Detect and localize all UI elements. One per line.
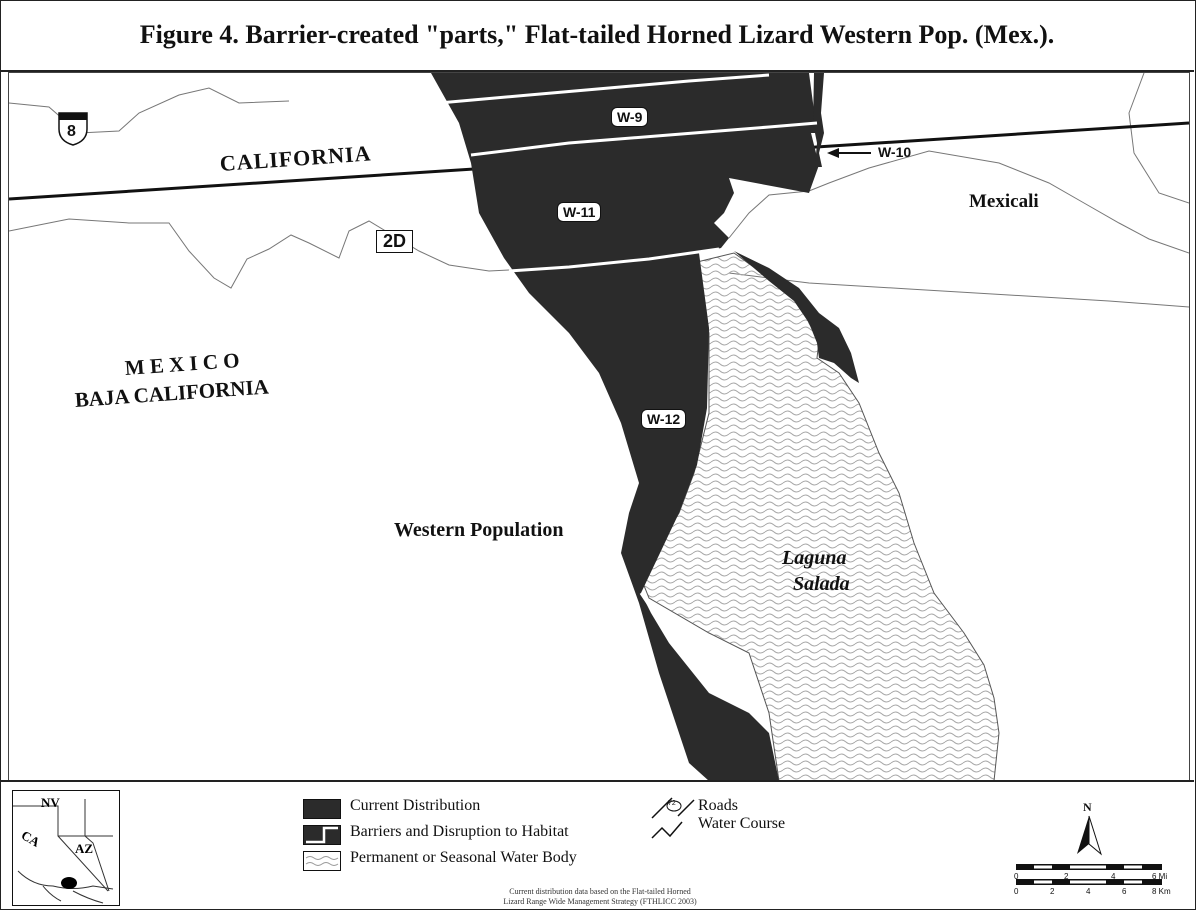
figure-title: Figure 4. Barrier-created "parts," Flat-… xyxy=(0,0,1194,72)
legend-label-distribution: Current Distribution xyxy=(350,797,481,814)
unit-label-w11: W-11 xyxy=(557,202,602,222)
inset-map: NV CA AZ xyxy=(12,790,120,906)
barrier-line xyxy=(470,121,818,157)
barrier-line xyxy=(639,592,653,609)
unit-label-w10: W-10 xyxy=(878,144,912,160)
legend-swatch-distribution xyxy=(303,799,341,819)
current-distribution-strip xyxy=(734,251,859,383)
current-distribution-main xyxy=(431,73,819,781)
scale-km-2: 2 xyxy=(1050,887,1055,896)
route-2d-shield: 2D xyxy=(376,230,414,253)
road-line xyxy=(9,87,290,134)
scale-km-6: 6 xyxy=(1122,887,1127,896)
road-line xyxy=(9,218,690,289)
barrier-swatch-svg xyxy=(306,826,338,844)
scale-km-4: 4 xyxy=(1086,887,1091,896)
label-salada: Salada xyxy=(793,573,850,595)
interstate-8-number: 8 xyxy=(67,123,76,140)
legend-label-water-course: Water Course xyxy=(698,815,786,832)
current-distribution-w10 xyxy=(813,73,824,167)
map-panel: 8 W-9 W-10 W-11 W-12 CALIFORNIA Mexicali… xyxy=(8,72,1190,782)
north-label: N xyxy=(1083,800,1092,814)
map-svg xyxy=(9,73,1189,781)
label-laguna: Laguna xyxy=(782,547,847,569)
road-line xyxy=(728,272,1189,308)
w10-arrow-head xyxy=(827,148,839,158)
road-line xyxy=(728,150,1189,254)
inset-label-az: AZ xyxy=(75,841,94,856)
scale-km-8: 8 Km xyxy=(1152,887,1171,896)
roads-watercourse-icons xyxy=(651,797,695,839)
unit-label-w9: W-9 xyxy=(611,107,649,127)
interstate-8-shield xyxy=(58,112,88,146)
scale-km-0: 0 xyxy=(1014,887,1019,896)
inset-map-svg xyxy=(13,799,114,904)
legend-area: NV CA AZ Current Distribution Barriers a… xyxy=(0,780,1194,910)
barrier-line xyxy=(508,247,720,273)
legend-swatch-barriers xyxy=(303,825,341,845)
scale-mi-2: 2 xyxy=(1064,872,1069,881)
legend-swatch-water-body xyxy=(303,851,341,871)
label-mexicali: Mexicali xyxy=(969,191,1039,212)
north-arrow-icon xyxy=(1077,815,1102,856)
source-note-line2: Lizard Range Wide Management Strategy (F… xyxy=(503,897,697,906)
legend-label-roads: Roads xyxy=(698,797,738,814)
source-note-line1: Current distribution data based on the F… xyxy=(509,887,691,896)
scale-bars xyxy=(1016,864,1162,885)
scale-mi-6: 6 Mi xyxy=(1152,872,1168,881)
source-note: Current distribution data based on the F… xyxy=(400,887,800,907)
barrier-line xyxy=(438,73,770,105)
water-swatch-svg xyxy=(305,856,339,866)
road-line xyxy=(1128,73,1189,204)
inset-study-area xyxy=(61,877,77,889)
legend-label-barriers: Barriers and Disruption to Habitat xyxy=(350,823,569,840)
scale-mi-4: 4 xyxy=(1111,872,1116,881)
unit-label-w12: W-12 xyxy=(641,409,687,429)
legend-label-water-body: Permanent or Seasonal Water Body xyxy=(350,849,577,866)
scale-mi-0: 0 xyxy=(1014,872,1019,881)
label-western-population: Western Population xyxy=(394,519,564,541)
roads-icon-number: 72 xyxy=(668,800,676,807)
inset-label-nv: NV xyxy=(41,795,60,810)
